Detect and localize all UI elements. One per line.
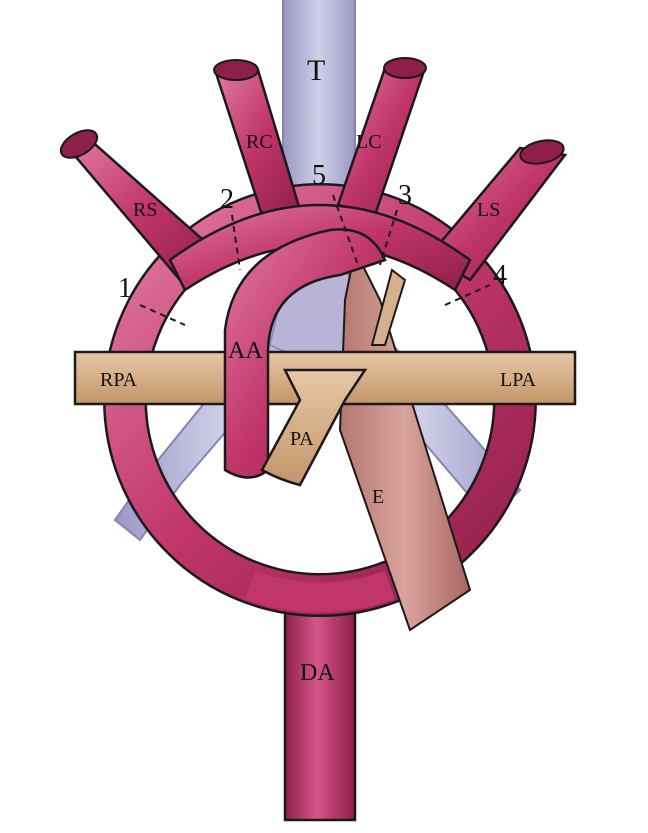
label-esophagus: E [372, 486, 384, 508]
label-segment-3: 3 [398, 180, 412, 211]
label-pulmonary-artery: PA [290, 428, 314, 450]
division-lines [139, 194, 491, 326]
ductus-ligament [370, 268, 407, 346]
left-carotid-artery [336, 57, 427, 217]
label-segment-1: 1 [118, 273, 132, 304]
label-left-carotid: LC [356, 131, 382, 153]
label-right-carotid: RC [246, 131, 273, 153]
label-segment-2: 2 [220, 184, 234, 215]
labels: T RC LC RS LS 1 2 3 4 5 AA RPA LPA PA E … [100, 54, 537, 686]
label-left-pulmonary-artery: LPA [500, 369, 537, 391]
pulmonary-trunk [260, 368, 368, 487]
label-left-subclavian: LS [477, 199, 500, 221]
upper-arch [168, 203, 472, 292]
label-segment-4: 4 [493, 260, 507, 291]
label-right-pulmonary-artery: RPA [100, 369, 138, 391]
label-descending-aorta: DA [300, 660, 335, 686]
descending-aorta [283, 588, 357, 822]
label-right-subclavian: RS [133, 199, 157, 221]
left-subclavian-artery [428, 139, 568, 282]
label-segment-5: 5 [312, 160, 326, 191]
label-ascending-aorta: AA [228, 338, 263, 364]
label-trachea: T [307, 54, 325, 87]
